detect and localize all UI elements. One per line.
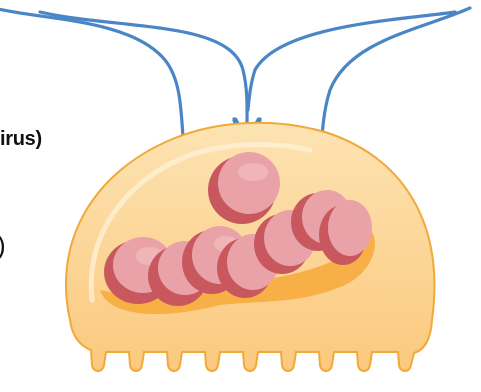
cropped-label: irus) — [0, 128, 42, 151]
cropped-bracket: ) — [0, 230, 6, 261]
arrow-icon — [40, 12, 247, 132]
